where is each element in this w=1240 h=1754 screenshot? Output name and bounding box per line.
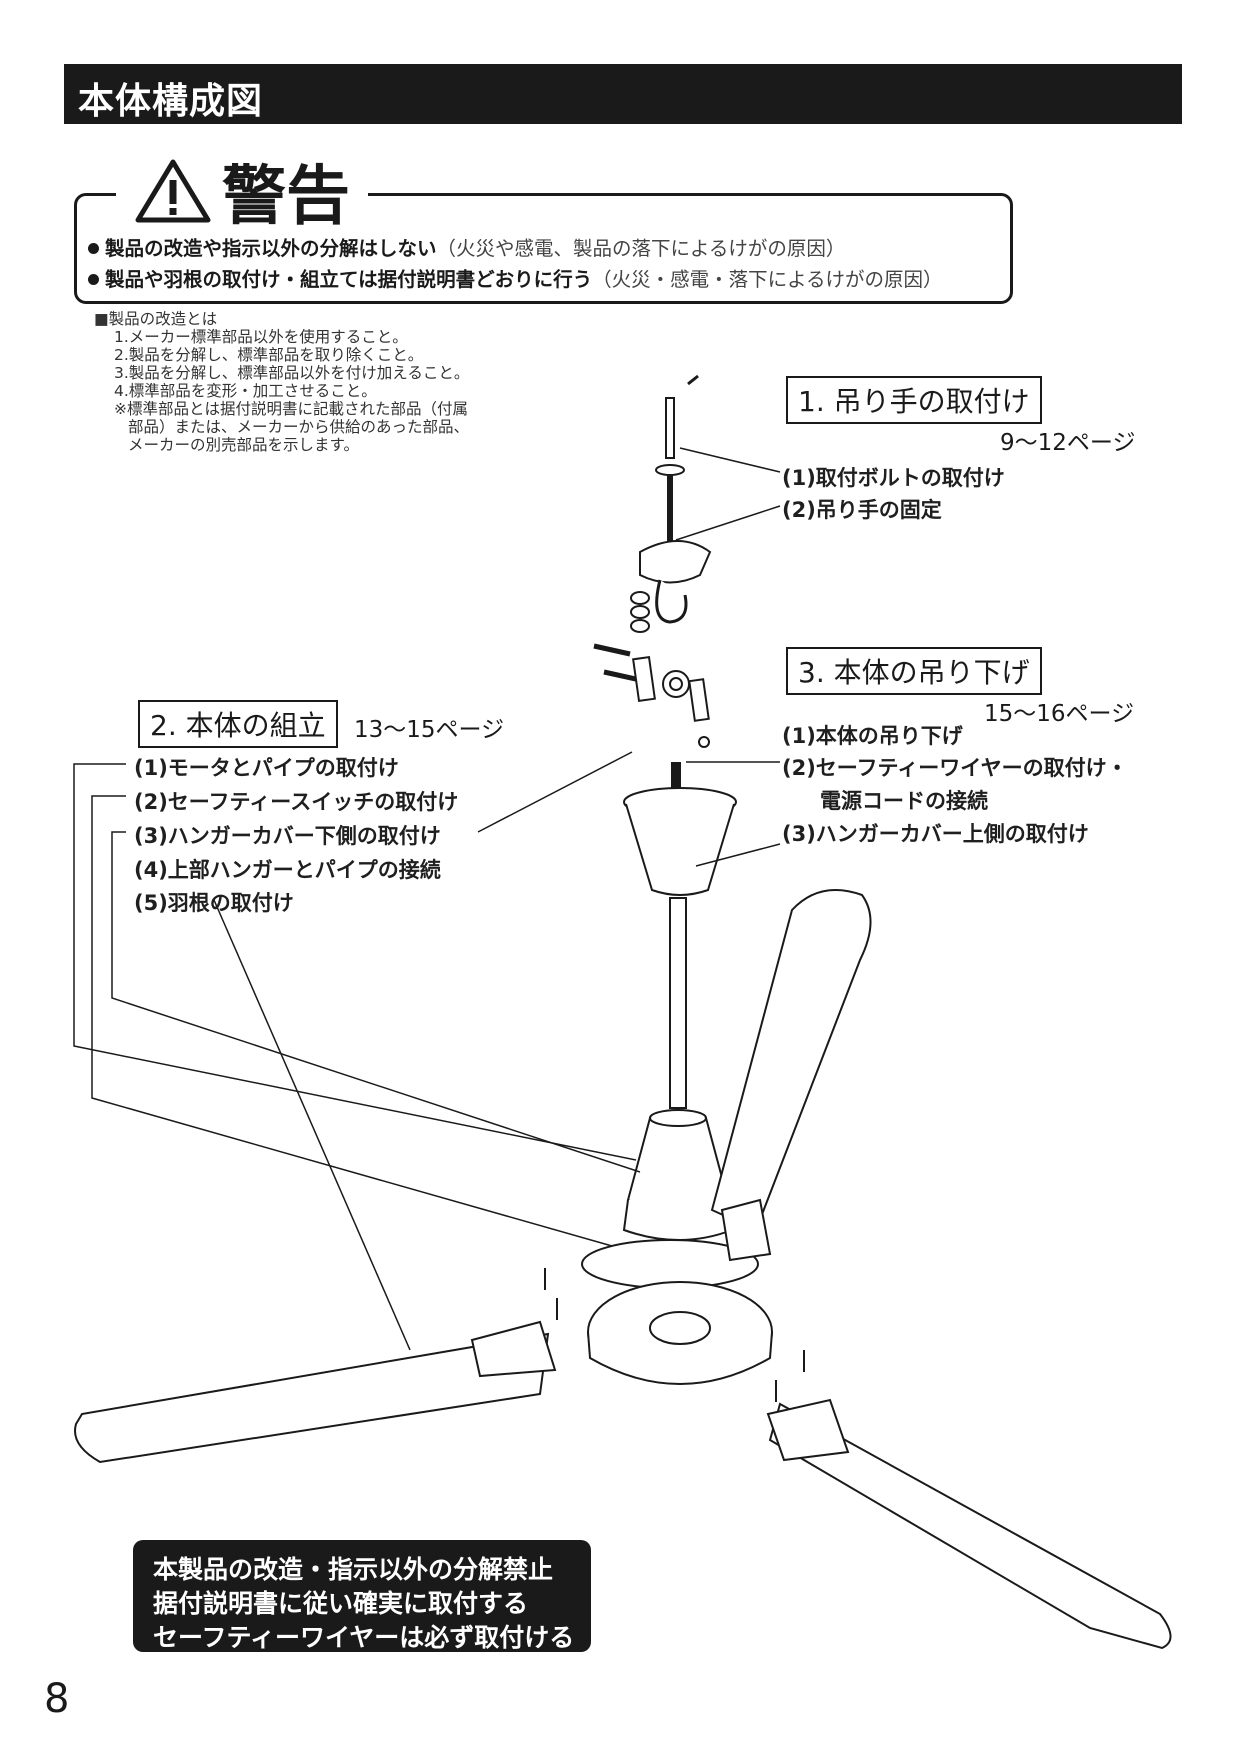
section-3-item: 電源コードの接続 (820, 789, 988, 813)
leader-line (695, 843, 781, 867)
fan-blade-upper (710, 889, 872, 1232)
leader-line (73, 763, 637, 1161)
section-3-pages: 15〜16ページ (984, 701, 1135, 727)
page-number: 8 (44, 1676, 70, 1722)
warning-line-1-main: 製品の改造や指示以外の分解はしない (105, 237, 437, 260)
section-1-title: 1. 吊り手の取付け (786, 376, 1042, 424)
motor-housing-cone (626, 1117, 730, 1212)
modification-note-heading: ■製品の改造とは (94, 310, 218, 328)
hanger-hook (655, 579, 688, 624)
leader-line (477, 751, 633, 833)
section-3-item: (2)セーフティーワイヤーの取付け・ (782, 756, 1128, 780)
notice-line: 本製品の改造・指示以外の分解禁止 (153, 1555, 554, 1584)
section-2-item: (4)上部ハンガーとパイプの接続 (134, 858, 441, 882)
modification-note-item: 2.製品を分解し、標準部品を取り除くこと。 (114, 346, 424, 364)
section-2-item: (1)モータとパイプの取付け (134, 756, 399, 780)
leader-line (111, 831, 641, 1173)
modification-note-item: 4.標準部品を変形・加工させること。 (114, 382, 377, 400)
page-title: 本体構成図 (78, 81, 264, 122)
section-3-item: (1)本体の吊り下げ (782, 724, 963, 748)
bullet-dot-icon (88, 274, 99, 285)
notice-line: セーフティーワイヤーは必ず取付ける (153, 1623, 575, 1652)
notice-line: 据付説明書に従い確実に取付する (153, 1589, 529, 1618)
modification-note-item: 1.メーカー標準部品以外を使用すること。 (114, 328, 408, 346)
warning-line-1-reason: （火災や感電、製品の落下によるけがの原因） (436, 237, 846, 260)
warning-line-2-reason: （火災・感電・落下によるけがの原因） (592, 268, 943, 291)
modification-note-footnote: メーカーの別売部品を示します。 (128, 436, 359, 454)
warning-box (74, 193, 1013, 304)
leader-line (91, 795, 613, 1247)
modification-note-item: 3.製品を分解し、標準部品以外を付け加えること。 (114, 364, 470, 382)
warning-line-2-main: 製品や羽根の取付け・組立ては据付説明書どおりに行う (105, 268, 593, 291)
bolt-part (687, 374, 699, 386)
downrod-pipe (669, 897, 687, 1109)
blade-bracket-upper (720, 1198, 772, 1262)
leader-line (679, 447, 781, 473)
section-2-item: (5)羽根の取付け (134, 891, 294, 915)
washer (655, 464, 685, 476)
mounting-bolt (665, 397, 675, 459)
modification-note: ■製品の改造とは 1.メーカー標準部品以外を使用すること。 2.製品を分解し、標… (94, 310, 469, 454)
section-2-item: (2)セーフティースイッチの取付け (134, 790, 459, 814)
section-2-pages: 13〜15ページ (354, 717, 505, 743)
warning-title: 警告 (222, 159, 350, 234)
section-2-item: (3)ハンガーカバー下側の取付け (134, 824, 441, 848)
modification-note-footnote: 部品）または、メーカーから供給のあった部品、 (128, 418, 470, 436)
section-1-item: (1)取付ボルトの取付け (782, 466, 1005, 490)
warning-line-2: 製品や羽根の取付け・組立ては据付説明書どおりに行う（火災・感電・落下によるけがの… (88, 263, 943, 292)
leader-line (675, 505, 781, 541)
fan-blade-right (768, 1402, 1172, 1650)
modification-note-footnote: ※標準部品とは据付説明書に記載された部品（付属 (114, 400, 468, 418)
hanger-bracket (639, 540, 712, 584)
warning-triangle-icon (135, 159, 211, 223)
warning-heading: 警告 (116, 150, 368, 234)
section-3-title: 3. 本体の吊り下げ (786, 647, 1042, 695)
bullet-dot-icon (88, 243, 99, 254)
blade-bracket-right (766, 1398, 850, 1462)
blade-bracket-left (470, 1320, 557, 1378)
section-1-pages: 9〜12ページ (1000, 430, 1136, 456)
leader-line (213, 899, 411, 1351)
section-1-item: (2)吊り手の固定 (782, 498, 942, 522)
section-3-item: (3)ハンガーカバー上側の取付け (782, 822, 1089, 846)
notice-box: 本製品の改造・指示以外の分解禁止 据付説明書に従い確実に取付する セーフティーワ… (133, 1540, 591, 1652)
page-title-bar: 本体構成図 (64, 64, 1182, 124)
warning-line-1: 製品の改造や指示以外の分解はしない（火災や感電、製品の落下によるけがの原因） (88, 232, 845, 261)
section-2-title: 2. 本体の組立 (138, 700, 338, 748)
